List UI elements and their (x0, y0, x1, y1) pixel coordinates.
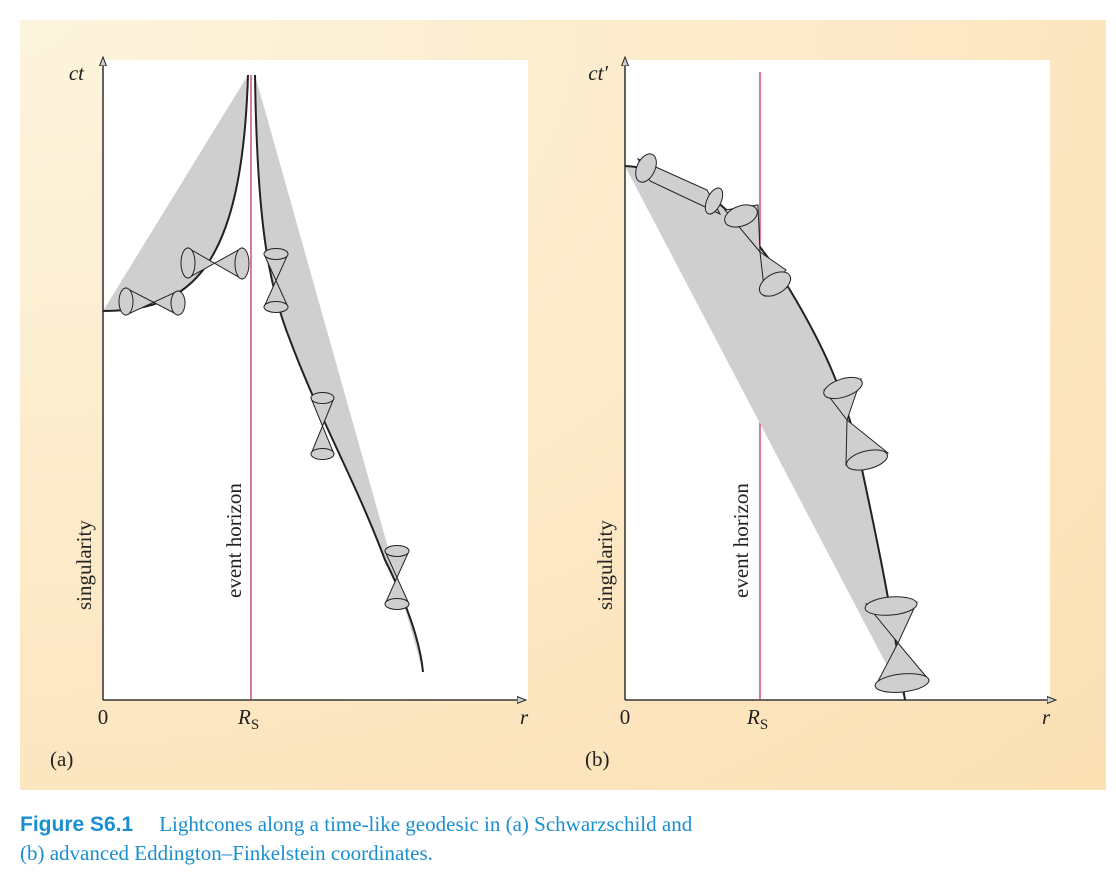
origin-label-a: 0 (98, 705, 109, 729)
rs-label-a: RS (237, 705, 259, 733)
panel-b: ct′ r 0 RS singularity event horizon (b) (585, 58, 1055, 771)
lightcone-b-2 (724, 204, 792, 298)
lightcone-b-1 (635, 153, 724, 216)
caption-line-2: (b) advanced Eddington–Finkelstein coord… (20, 841, 433, 865)
x-axis-label-b: r (1042, 705, 1051, 729)
lightcone-a-5 (384, 545, 410, 610)
event-horizon-label-b: event horizon (729, 483, 753, 598)
lightcone-b-3 (823, 376, 890, 471)
y-axis-label-a: ct (69, 61, 85, 85)
event-horizon-label-a: event horizon (222, 483, 246, 598)
figure-caption: Figure S6.1 Lightcones along a time-like … (20, 810, 1100, 867)
figure-panel: ct r 0 RS singularity event horizon (a) (20, 20, 1106, 790)
x-axis-label-a: r (520, 705, 529, 729)
panel-label-a: (a) (50, 747, 73, 771)
caption-label: Figure S6.1 (20, 813, 134, 836)
lightcone-a-4 (310, 392, 335, 460)
rs-label-b: RS (746, 705, 768, 733)
y-axis-label-b: ct′ (588, 61, 608, 85)
singularity-label-a: singularity (72, 520, 96, 610)
singularity-label-b: singularity (593, 520, 617, 610)
lightcone-a-3 (263, 248, 289, 313)
rs-subscript-b: S (760, 717, 768, 733)
lightcone-a-2 (180, 247, 250, 280)
lightcone-a-1 (118, 287, 186, 316)
rs-subscript-a: S (251, 717, 259, 733)
panel-label-b: (b) (585, 747, 610, 771)
lightcone-b-4 (864, 596, 930, 693)
origin-label-b: 0 (620, 705, 631, 729)
rs-main-b: R (746, 705, 760, 729)
rs-main-a: R (237, 705, 251, 729)
caption-line-1: Lightcones along a time-like geodesic in… (159, 812, 693, 836)
panel-a: ct r 0 RS singularity event horizon (a) (50, 58, 529, 771)
lightcone-diagram: ct r 0 RS singularity event horizon (a) (20, 20, 1106, 790)
